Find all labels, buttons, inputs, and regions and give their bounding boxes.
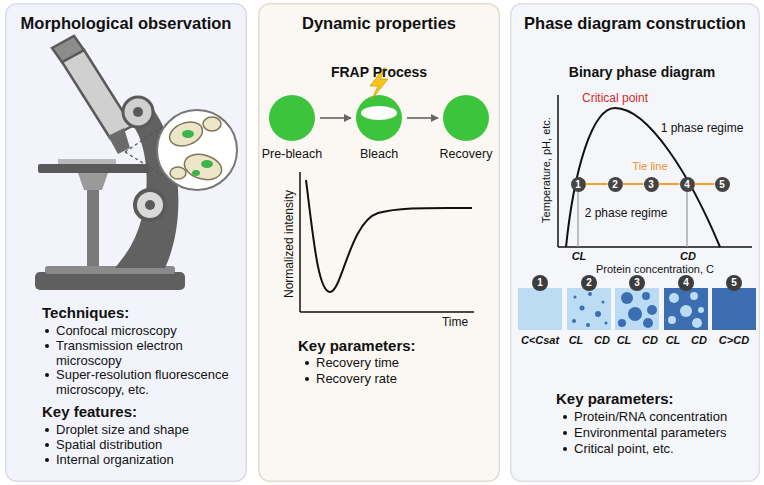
region-label: 1 phase regime — [661, 121, 744, 135]
state-badge: 3 — [629, 275, 645, 291]
state-number: 3 — [629, 275, 645, 291]
concentration-label: CD — [592, 333, 612, 347]
state-point: 5 — [715, 177, 730, 192]
section-heading: Key features: — [42, 402, 237, 421]
state-point: 3 — [644, 177, 659, 192]
region-label: 2 phase regime — [585, 206, 668, 220]
section-heading: Techniques: — [42, 303, 237, 322]
state-square: C>CD — [712, 288, 756, 330]
annotation: Critical point — [582, 91, 648, 105]
concentration-label: CL — [614, 333, 634, 347]
state-square: C<Csat — [518, 288, 562, 330]
concentration-label: CL — [663, 333, 683, 347]
state-point: 4 — [680, 177, 695, 192]
section-label: Binary phase diagram — [569, 64, 715, 81]
bullet-item: Recovery rate — [316, 372, 501, 387]
state-number: 3 — [644, 177, 659, 192]
state-number: 4 — [680, 177, 695, 192]
bullet-item: Transmission electron microscopy — [56, 339, 241, 368]
state-number: 4 — [678, 275, 694, 291]
bullet-item: Critical point, etc. — [574, 442, 759, 457]
axis-label: Temperature, pH, etc. — [540, 117, 553, 223]
panel-title: Dynamic properties — [258, 13, 500, 33]
bullet-item: Recovery time — [316, 356, 501, 371]
section-heading: Key parameters: — [556, 389, 751, 408]
state-square: CLCD — [567, 288, 611, 330]
axis-label: Time — [442, 315, 468, 329]
state-number: 5 — [726, 275, 742, 291]
panel: Morphological observationTechniques: Conf… — [5, 3, 247, 482]
axis-label: Protein concentration, C — [596, 263, 714, 276]
state-number: 2 — [608, 177, 623, 192]
frap-circle: Bleach — [356, 95, 402, 141]
section-heading: Key parameters: — [298, 336, 493, 355]
panel-title: Morphological observation — [5, 13, 247, 33]
frap-circle: Recovery — [443, 95, 489, 141]
bullet-item: Droplet size and shape — [56, 423, 241, 438]
state-badge: 4 — [678, 275, 694, 291]
state-number: 2 — [581, 275, 597, 291]
circle-label: Bleach — [329, 147, 429, 162]
bullet-item: Environmental parameters — [574, 426, 759, 441]
annotation: Tie line — [632, 160, 667, 173]
section-label: FRAP Process — [331, 64, 427, 81]
state-badge: 2 — [581, 275, 597, 291]
state-point: 2 — [608, 177, 623, 192]
bullet-item: Super-resolution fluorescence microscopy… — [56, 368, 241, 397]
concentration-label: CL — [566, 333, 586, 347]
axis-label: Normalized intensity — [282, 190, 296, 298]
frap-circle: Pre-bleach — [269, 95, 315, 141]
panel-title: Phase diagram construction — [510, 13, 760, 33]
axis-tick-label: CD — [680, 250, 696, 263]
concentration-label: CD — [689, 333, 709, 347]
state-number: 1 — [571, 177, 586, 192]
bullet-item: Spatial distribution — [56, 438, 241, 453]
bullet-item: Internal organization — [56, 453, 241, 468]
state-square: CLCD — [615, 288, 659, 330]
state-point: 1 — [571, 177, 586, 192]
state-number: 1 — [532, 275, 548, 291]
state-number: 5 — [715, 177, 730, 192]
state-badge: 5 — [726, 275, 742, 291]
circle-label: Recovery — [416, 147, 516, 162]
state-badge: 1 — [532, 275, 548, 291]
state-square: CLCD — [664, 288, 708, 330]
concentration-label: CD — [640, 333, 660, 347]
circle-label: Pre-bleach — [242, 147, 342, 162]
concentration-label: C>CD — [702, 333, 764, 347]
axis-tick-label: CL — [572, 250, 587, 263]
bullet-item: Confocal microscopy — [56, 324, 241, 339]
bullet-item: Protein/RNA concentration — [574, 410, 759, 425]
concentration-label: C<Csat — [508, 333, 572, 347]
